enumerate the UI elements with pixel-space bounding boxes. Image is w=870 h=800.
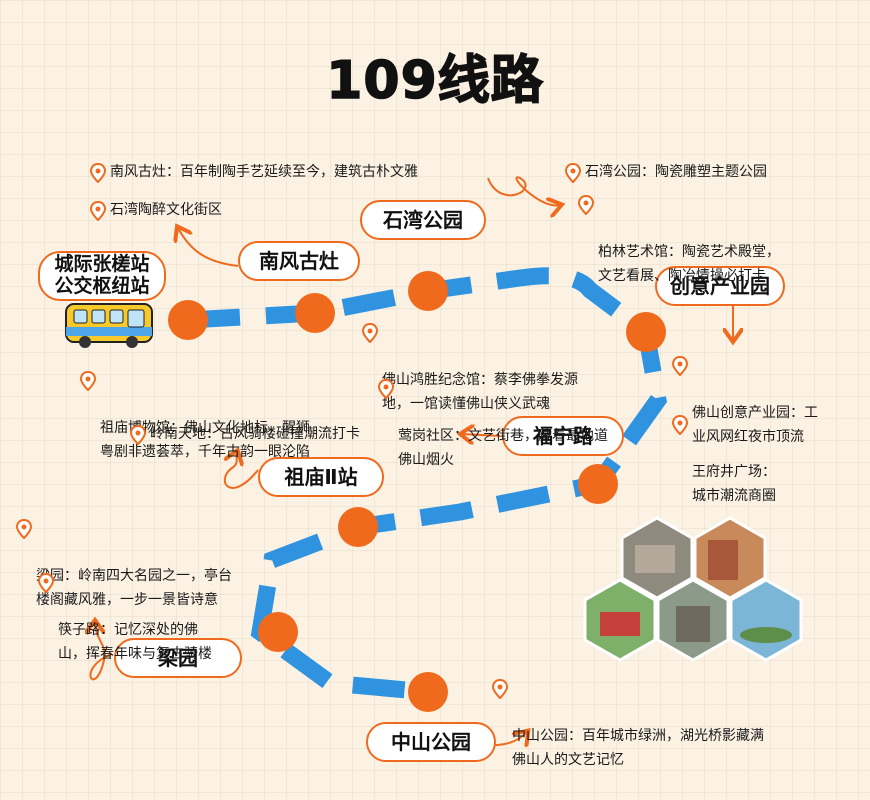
station-liangyuan[interactable]: 梁园: [114, 638, 242, 678]
location-pin-icon: [80, 371, 96, 391]
arrow-liangyuan: [90, 622, 113, 681]
stop-shiwan[interactable]: [408, 271, 448, 311]
station-chuangyi[interactable]: 创意产业园: [655, 266, 785, 306]
bus-icon: [65, 303, 153, 348]
location-pin-icon: [578, 195, 594, 215]
location-pin-icon: [492, 679, 508, 699]
info-liangyuan: 梁园：岭南四大名园之一，亭台 楼阁藏风雅，一步一景皆诗意: [16, 516, 232, 612]
info-hongsheng: 佛山鸿胜纪念馆：蔡李佛拳发源 地，一馆读懂佛山侠义武魂: [362, 320, 578, 416]
station-zhongshan[interactable]: 中山公园: [366, 722, 496, 762]
stop-nanfeng[interactable]: [295, 293, 335, 333]
stop-funing[interactable]: [578, 464, 618, 504]
location-pin-icon: [16, 519, 32, 539]
info-zumiao: 祖庙博物馆：佛山文化地标，醒狮 粤剧非遗荟萃，千年古韵一眼沦陷: [80, 368, 310, 464]
info-nanfeng-2: 石湾陶醉文化街区: [90, 198, 222, 222]
location-pin-icon: [672, 415, 688, 435]
location-pin-icon: [672, 356, 688, 376]
location-pin-icon: [90, 201, 106, 221]
info-chuangyi: 佛山创意产业园：工 业风网红夜市顶流: [672, 353, 818, 449]
info-shiwan-2: 柏林艺术馆：陶瓷艺术殿堂， 文艺看展、陶冶情操必打卡: [578, 192, 780, 288]
location-pin-icon: [565, 163, 581, 183]
stop-zhangcha[interactable]: [168, 300, 208, 340]
info-nanfeng-1: 南风古灶：百年制陶手艺延续至今，建筑古朴文雅: [90, 160, 418, 184]
station-nanfeng[interactable]: 南风古灶: [238, 241, 360, 281]
info-zhongshan: 中山公园：百年城市绿洲，湖光桥影藏满 佛山人的文艺记忆: [492, 676, 764, 772]
arrow-zumiao: [225, 452, 259, 489]
info-yinggang: 莺岗社区：文艺街巷，藏着最地道 佛山烟火: [378, 376, 608, 472]
info-wangfujing: 王府井广场： 城市潮流商圈: [672, 412, 776, 508]
arrow-shiwan: [487, 176, 560, 205]
info-lingnan: 岭南天地：古风骑楼碰撞潮流打卡: [130, 422, 360, 446]
info-kuaizi: 筷子路：记忆深处的佛 山，挥春年味与复古骑楼: [38, 570, 212, 666]
stop-chuangyi[interactable]: [626, 312, 666, 352]
info-shiwan-1: 石湾公园：陶瓷雕塑主题公园: [565, 160, 767, 184]
stop-liangyuan[interactable]: [258, 612, 298, 652]
location-pin-icon: [38, 573, 54, 593]
bus-route-line: [187, 267, 667, 701]
location-pin-icon: [130, 425, 146, 445]
stop-zumiao[interactable]: [338, 507, 378, 547]
station-funing[interactable]: 福宁路: [502, 416, 624, 456]
station-shiwan[interactable]: 石湾公园: [360, 200, 486, 240]
arrow-nanfeng: [178, 228, 239, 267]
page-title: 109线路: [325, 50, 544, 112]
stop-zhongshan[interactable]: [408, 672, 448, 712]
location-pin-icon: [378, 379, 394, 399]
station-zumiao[interactable]: 祖庙Ⅱ站: [258, 457, 384, 497]
arrow-funing: [462, 434, 501, 436]
location-pin-icon: [90, 163, 106, 183]
location-pin-icon: [362, 323, 378, 343]
station-zhangcha[interactable]: 城际张槎站 公交枢纽站: [38, 251, 166, 301]
